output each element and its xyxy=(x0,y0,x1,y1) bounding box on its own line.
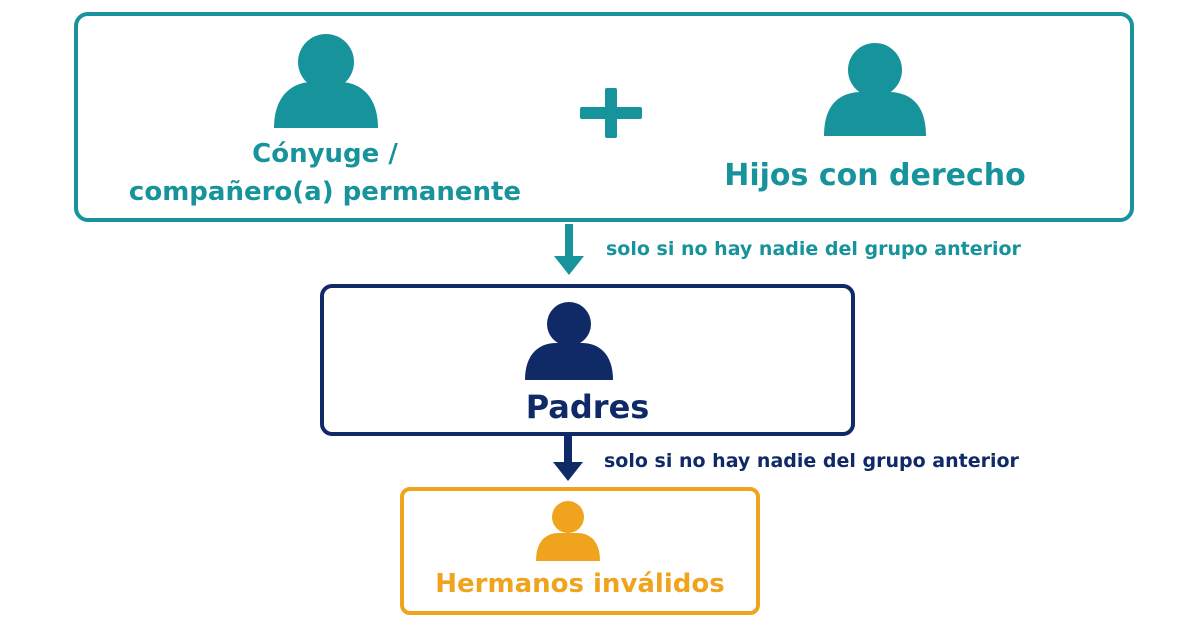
spouse-label: Cónyuge / compañero(a) permanente xyxy=(100,135,550,211)
down-arrow-icon xyxy=(554,224,584,275)
spouse-label-line2: compañero(a) permanente xyxy=(128,177,522,207)
spouse-label-line1: Cónyuge / xyxy=(252,139,398,169)
parents-person-icon xyxy=(525,302,613,380)
connector-note-1: solo si no hay nadie del grupo anterior xyxy=(606,238,1021,260)
parents-label: Padres xyxy=(525,388,650,426)
children-person-icon xyxy=(824,43,926,136)
connector-note-2: solo si no hay nadie del grupo anterior xyxy=(604,450,1019,472)
siblings-person-icon xyxy=(536,501,600,561)
plus-icon xyxy=(580,88,642,138)
down-arrow-icon xyxy=(553,436,583,481)
children-label: Hijos con derecho xyxy=(724,158,1026,193)
second-group-box xyxy=(320,284,855,436)
siblings-label: Hermanos inválidos xyxy=(435,569,725,599)
spouse-person-icon xyxy=(274,34,378,128)
